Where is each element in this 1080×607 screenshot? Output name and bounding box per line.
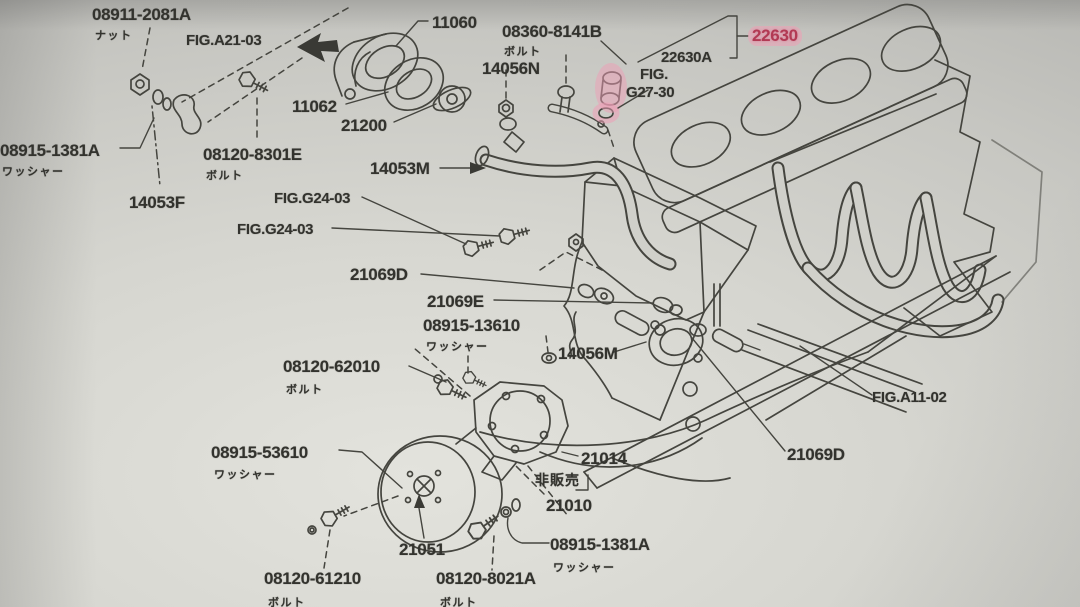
part-label-14056m: 14056M bbox=[558, 344, 618, 363]
part-label-08120-61210: 08120-61210 bbox=[264, 569, 361, 588]
gasket-11062 bbox=[383, 56, 445, 112]
part-sublabel-bolt-8301e: ボルト bbox=[206, 170, 244, 182]
part-sublabel-bolt-62010: ボルト bbox=[286, 384, 324, 396]
part-sublabel-bolt-61210: ボルト bbox=[268, 597, 306, 607]
fig-ref-a11-02: FIG.A11-02 bbox=[872, 389, 947, 406]
part-label-08915-1381a-left: 08915-1381A bbox=[0, 141, 100, 160]
exhaust-manifold bbox=[769, 93, 1005, 339]
water-inlet-14056m bbox=[614, 309, 761, 367]
part-sublabel-washer-left: ワッシャー bbox=[2, 166, 65, 178]
part-label-08915-53610: 08915-53610 bbox=[211, 443, 308, 462]
fasteners-top-left bbox=[130, 7, 349, 187]
leader-lines bbox=[119, 15, 873, 544]
arrow-and-arrowheads bbox=[297, 33, 486, 508]
part-label-08120-8021a: 08120-8021A bbox=[436, 569, 536, 588]
part-label-08120-8301e: 08120-8301E bbox=[203, 145, 302, 164]
part-label-11060: 11060 bbox=[432, 13, 477, 32]
valve-cover bbox=[633, 3, 968, 234]
part-label-14056n: 14056N bbox=[482, 59, 540, 78]
part-label-21010: 21010 bbox=[546, 496, 592, 515]
direction-arrow bbox=[297, 33, 339, 62]
fasteners-mid bbox=[461, 221, 584, 259]
part-label-21200: 21200 bbox=[341, 116, 387, 135]
part-sublabel-washer-53610: ワッシャー bbox=[214, 469, 277, 481]
highlight-marker-22630 bbox=[592, 63, 627, 124]
part-label-11062: 11062 bbox=[292, 97, 337, 116]
part-sublabel-bolt-8021a: ボルト bbox=[440, 597, 478, 607]
engine-right-end bbox=[903, 59, 1043, 337]
part-label-22630-highlighted: 22630 bbox=[748, 26, 802, 46]
part-label-21069d-left: 21069D bbox=[350, 265, 408, 284]
fig-ref-g24-03-lower: FIG.G24-03 bbox=[237, 221, 314, 238]
engine-lower-block bbox=[479, 255, 1011, 489]
part-label-22630a: 22630A bbox=[661, 49, 712, 66]
part-sublabel-washer-13610: ワッシャー bbox=[426, 341, 489, 353]
fasteners-bottom bbox=[307, 355, 521, 571]
fig-ref-g27-30-line1: FIG. bbox=[640, 66, 668, 83]
part-label-14053m: 14053M bbox=[370, 159, 430, 178]
water-outlet-11060 bbox=[333, 32, 419, 100]
part-sublabel-washer-bottom: ワッシャー bbox=[553, 562, 616, 574]
part-label-08915-13610: 08915-13610 bbox=[423, 316, 520, 335]
part-label-21051: 21051 bbox=[399, 540, 445, 559]
fastener-14056n bbox=[498, 54, 575, 153]
fig-ref-g24-03-upper: FIG.G24-03 bbox=[274, 190, 351, 207]
water-pump-21010 bbox=[413, 347, 569, 517]
part-sublabel-nut: ナット bbox=[95, 30, 133, 42]
part-sublabel-bolt-8141b: ボルト bbox=[504, 46, 542, 58]
fig-ref-g27-30-line2: G27-30 bbox=[626, 84, 675, 101]
part-label-08360-8141b: 08360-8141B bbox=[502, 22, 602, 41]
part-sublabel-not-for-sale: 非販売 bbox=[535, 472, 580, 488]
part-label-08911-2081a: 08911-2081A bbox=[92, 5, 191, 24]
fig-ref-a21-03: FIG.A21-03 bbox=[186, 32, 262, 49]
part-label-21014: 21014 bbox=[581, 449, 627, 468]
part-label-21069e: 21069E bbox=[427, 292, 484, 311]
part-label-14053f: 14053F bbox=[129, 193, 185, 212]
fan-pulley-21051 bbox=[343, 435, 503, 553]
part-label-08120-62010: 08120-62010 bbox=[283, 357, 380, 376]
part-label-08915-1381a-bottom: 08915-1381A bbox=[550, 535, 650, 554]
part-label-21069d-right: 21069D bbox=[787, 445, 845, 464]
cylinder-head bbox=[563, 157, 757, 432]
thermostat-21200 bbox=[432, 85, 472, 113]
